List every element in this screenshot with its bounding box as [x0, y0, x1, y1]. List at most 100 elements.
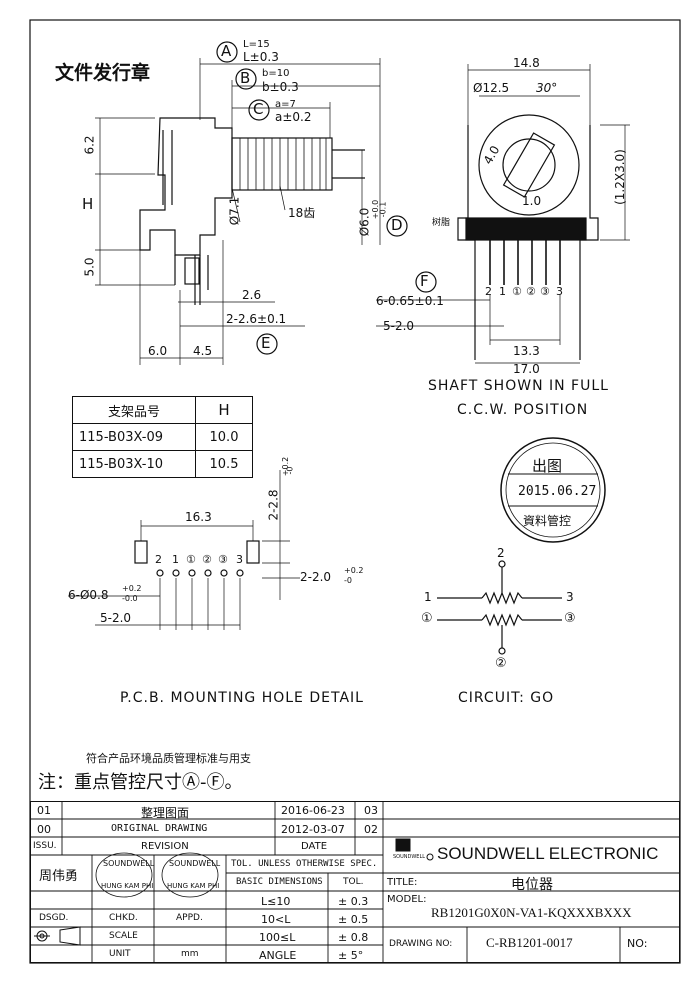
tol-value: ± 0.8 [338, 931, 369, 944]
tol-range: L≤10 [261, 895, 291, 908]
stamp-soundwell-2: SOUNDWELL [169, 859, 221, 868]
dim-30-deg: 30° [536, 81, 558, 95]
dsgd-label: DSGD. [39, 913, 69, 923]
stamp-soundwell-1: SOUNDWELL [103, 859, 155, 868]
tol-value: ± 0.3 [338, 895, 369, 908]
basic-dim-label: BASIC DIMENSIONS [236, 877, 323, 887]
pcb-pin-c: ① [186, 553, 196, 566]
pcb-dim-slot-dn: -0 [344, 576, 352, 585]
rev-desc: ORIGINAL DRAWING [111, 823, 208, 834]
no-label: NO: [627, 937, 648, 950]
rev-no: 00 [37, 823, 51, 836]
model-value: RB1201G0X0N-VA1-KQXXXBXXX [431, 905, 632, 920]
revision-label: REVISION [141, 841, 189, 852]
dim-2-6: 2.6 [242, 288, 262, 302]
circuit-terminal-c2: ② [495, 656, 507, 671]
dim-4-5: 4.5 [193, 344, 213, 358]
rev-date: 2016-06-23 [281, 804, 345, 817]
company-name: SOUNDWELL ELECTRONIC [437, 844, 659, 863]
pcb-caption: P.C.B. MOUNTING HOLE DETAIL [120, 690, 364, 706]
circuit-terminal-c3: ③ [564, 611, 576, 626]
dim-B-b: b=10 [262, 68, 290, 79]
pcb-dim-5-2-0: 5-2.0 [100, 611, 132, 625]
resin-label: 树脂 [432, 218, 451, 228]
rev-desc: 整理图面 [141, 806, 190, 820]
circuit-terminal-c1: ① [421, 611, 433, 626]
model-label: MODEL: [387, 894, 427, 905]
title-value: 电位器 [511, 877, 553, 893]
dim-d12-5: Ø12.5 [473, 81, 510, 95]
tol-title: TOL. UNLESS OTHERWISE SPEC. [231, 859, 378, 869]
pin-label-d: ② [526, 285, 536, 298]
dim-A-tol: L±0.3 [243, 50, 279, 64]
note-env-standard: 符合产品环境品质管理标准与用支 [86, 752, 251, 765]
pcb-dim-holes-up: +0.2 [122, 584, 142, 593]
dim-14-8: 14.8 [513, 56, 540, 70]
tol-label: TOL. [343, 877, 364, 887]
rev-ref: 02 [364, 823, 378, 836]
bracket-table: 支架品号 H 115-B03X-09 10.0 115-B03X-10 10.5 [72, 396, 253, 478]
tol-value: ± 0.5 [338, 913, 369, 926]
dim-E-letter: E [261, 334, 271, 352]
dim-6-0: 6.0 [148, 344, 168, 358]
tol-range: 100≤L [259, 931, 296, 944]
circuit-caption: CIRCUIT: GO [458, 690, 555, 706]
table-row: 115-B03X-10 10.5 [72, 450, 253, 478]
tol-value: ± 5° [338, 949, 364, 962]
title-block-grid [29, 800, 680, 963]
dim-C-tol: a±0.2 [275, 110, 312, 124]
date-label: DATE [301, 841, 328, 852]
dim-pins: 6-0.65±0.1 [376, 294, 444, 308]
dim-C-a: a=7 [275, 99, 296, 110]
pin-label-c: ① [512, 285, 522, 298]
pcb-pin-f: 3 [236, 553, 243, 566]
pcb-dim-16-3: 16.3 [185, 510, 212, 524]
pcb-dim-holes: 6-Ø0.8 [68, 588, 109, 602]
stamp-date: 2015.06.27 [518, 484, 597, 499]
tol-range: 10<L [261, 913, 291, 926]
dim-1-0: 1.0 [522, 194, 542, 208]
circuit-terminal-2: 2 [497, 546, 505, 560]
tol-range: ANGLE [259, 949, 297, 962]
stamp-footer: 資料管控 [523, 514, 572, 528]
pcb-pin-a: 2 [155, 553, 162, 566]
dim-13-3: 13.3 [513, 344, 540, 358]
chkd-label: CHKD. [109, 913, 138, 923]
circuit-terminal-1: 1 [424, 590, 432, 604]
dim-5-2-0: 5-2.0 [383, 319, 415, 333]
dim-18-teeth: 18齿 [288, 206, 316, 220]
table-cell: 10.0 [195, 423, 253, 451]
drawing-no-value: C-RB1201-0017 [486, 935, 573, 950]
shaft-note-1: SHAFT SHOWN IN FULL [428, 378, 609, 394]
title-label: TITLE: [387, 877, 418, 888]
pin-label-b: 1 [499, 285, 506, 298]
stamp-hung-1: HUNG KAM PHI [101, 882, 154, 890]
dim-H: H [82, 195, 94, 213]
shaft-note-2: C.C.W. POSITION [457, 402, 589, 418]
circuit-terminal-3: 3 [566, 590, 574, 604]
dim-A-L: L=15 [243, 39, 270, 50]
pin-label-e: ③ [540, 285, 550, 298]
issu-label: ISSU. [33, 841, 57, 851]
appd-label: APPD. [176, 913, 203, 923]
note-key-dimensions: 注：重点管控尺寸Ⓐ-Ⓕ。 [38, 772, 243, 793]
dim-A-letter: A [221, 42, 232, 60]
doc-stamp-label: 文件发行章 [55, 62, 151, 84]
drawing-no-label: DRAWING NO: [389, 939, 453, 949]
pcb-dim-slot: 2-2.0 [300, 570, 332, 584]
table-cell: 10.5 [195, 450, 253, 478]
pin-label-a: 2 [485, 285, 492, 298]
dim-D-letter: D [391, 216, 403, 234]
unit-label: UNIT [109, 949, 131, 959]
designer-name: 周伟勇 [39, 869, 79, 884]
stamp-title: 出图 [532, 457, 563, 475]
dim-F-letter: F [420, 272, 429, 290]
dim-C-letter: C [253, 100, 264, 118]
dim-17-0: 17.0 [513, 362, 540, 376]
pcb-pin-e: ③ [218, 553, 228, 566]
